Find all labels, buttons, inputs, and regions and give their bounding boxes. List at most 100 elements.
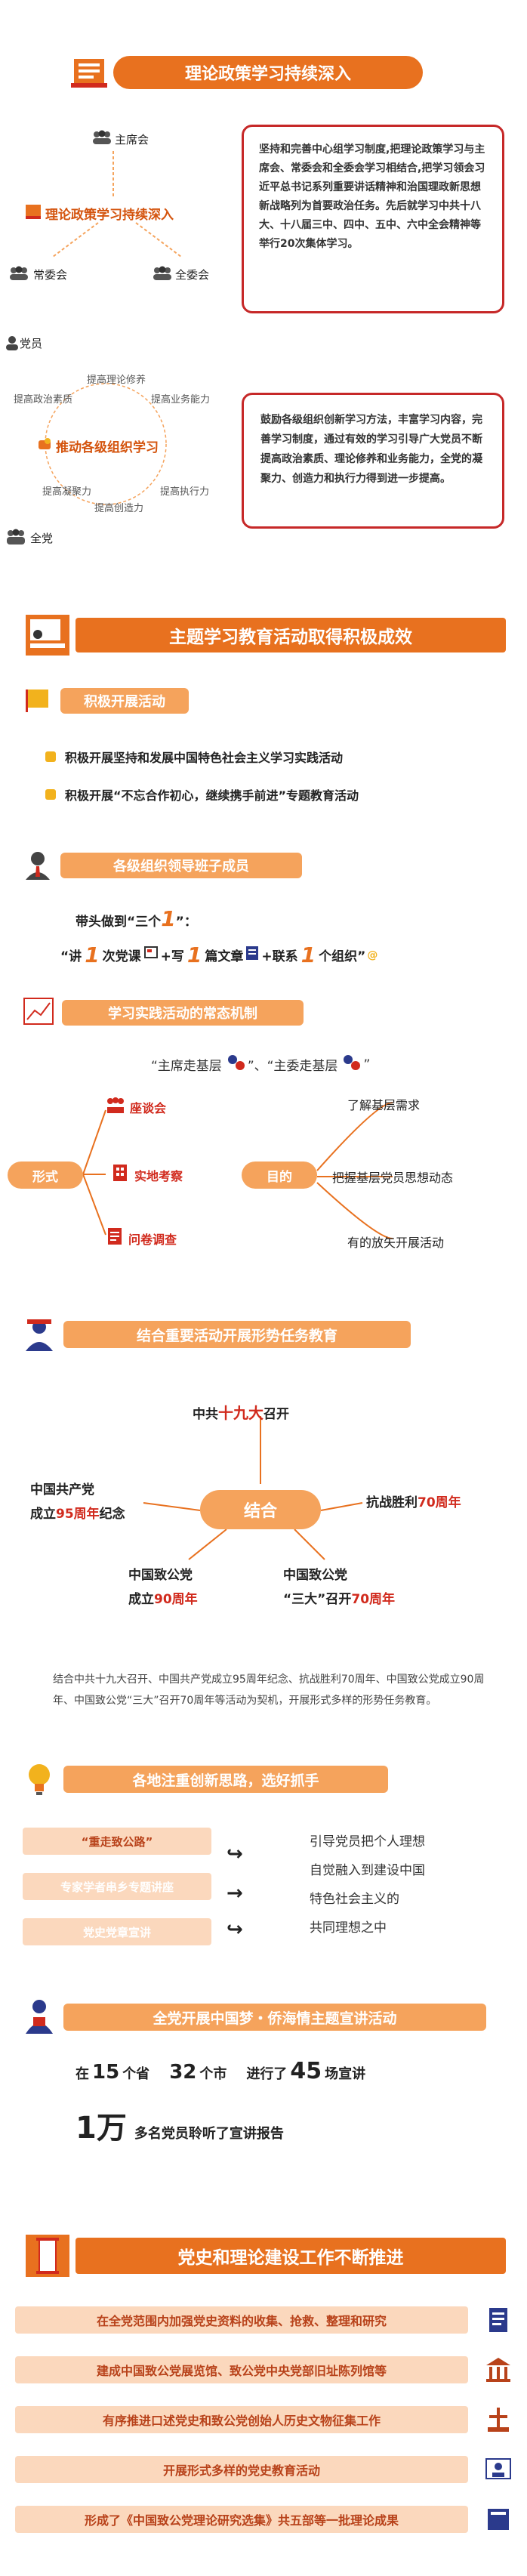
purpose-item-1: 了解基层需求 [347, 1098, 421, 1112]
s3-item-bar: 在全党范围内加强党史资料的收集、抢救、整理和研究 [15, 2306, 468, 2334]
top-post: 召开 [264, 1407, 289, 1422]
bl-l2pre: 成立 [128, 1592, 154, 1607]
sub2-line1-num: 1 [161, 906, 176, 931]
list-item: 积极开展“不忘合作初心，继续携手前进”专题教育活动 [45, 785, 513, 804]
t-c: 篇文章 [205, 949, 244, 964]
building-icon [110, 1162, 130, 1186]
sub5-item-3-text: 党史党章宣讲 [82, 1925, 151, 1939]
list-item: 在全党范围内加强党史资料的收集、抢救、整理和研究 [15, 2303, 521, 2337]
n-3: 1 [300, 942, 316, 967]
survey-icon [106, 1226, 124, 1249]
sub4-paragraph: 结合中共十九大召开、中国共产党成立95周年纪念、抗战胜利70周年、中国致公党成立… [53, 1674, 485, 1707]
s3-item-1: 在全党范围内加强党史资料的收集、抢救、整理和研究 [96, 2314, 387, 2328]
sub2-line2: “讲 1 次党课 +写 1 篇文章 +联系 1 个组织” @ [60, 942, 378, 967]
presentation-icon [23, 612, 72, 659]
combine-top: 中共十九大召开 [193, 1401, 289, 1423]
list-item: 积极开展坚持和发展中国特色社会主义学习实践活动 [45, 748, 513, 766]
br-l2pre: “三大”召开 [283, 1592, 352, 1607]
top-pre: 中共 [193, 1407, 218, 1422]
s3-item-bar: 开展形式多样的党史教育活动 [15, 2456, 468, 2483]
form-label: 形式 [8, 1162, 83, 1189]
sub5-right-3: 特色社会主义的 [310, 1892, 399, 1907]
sub5-right-1: 引导党员把个人理想 [310, 1834, 425, 1849]
sub5-item-2: 专家学者串乡专题讲座 [23, 1873, 211, 1900]
s3-item-bar: 形成了《中国致公党理论研究选集》共五部等一批理论成果 [15, 2506, 468, 2533]
s3-item-2: 建成中国致公党展览馆、致公党中央党部旧址陈列馆等 [96, 2364, 387, 2378]
section3-title: 党史和理论建设工作不断推进 [177, 2248, 404, 2268]
s6-r2t: 多名党员聆听了宣讲报告 [134, 2126, 284, 2142]
org-node-creativity: 提高创造力 [94, 503, 144, 514]
sub3-header: 学习实践活动的常态机制 [23, 997, 310, 1030]
section2-title: 主题学习教育活动取得积极成效 [169, 628, 412, 647]
s6-n1: 15 [92, 2061, 120, 2084]
bullet-icon [45, 751, 56, 762]
section1-header: 理论政策学习持续深入 [68, 53, 423, 92]
sub2-line1-pre: 带头做到 [76, 915, 127, 930]
right-hl: 70周年 [418, 1495, 461, 1510]
top-hl: 十九大 [218, 1404, 264, 1422]
node-full-committee: 全委会 [175, 268, 210, 282]
s3-item-bar: 建成中国致公党展览馆、致公党中央党部旧址陈列馆等 [15, 2356, 468, 2383]
sub1-list: 积极开展坚持和发展中国特色社会主义学习实践活动 积极开展“不忘合作初心，继续携手… [45, 748, 513, 804]
combine-bottom-left: 中国致公党 成立90周年 [128, 1563, 198, 1612]
combine-bottom-right: 中国致公党 “三大”召开70周年 [283, 1563, 395, 1612]
sub1-title: 积极开展活动 [84, 694, 165, 710]
combine-right: 抗战胜利70周年 [366, 1492, 461, 1510]
scroll-icon [23, 2232, 72, 2280]
party-member-label: 党员 [20, 337, 43, 350]
quote-mid: ”、“主委走基层 [247, 1059, 338, 1074]
sub4-banner: 结合重要活动开展形势任务教育 [63, 1321, 411, 1348]
left-l2pre: 成立 [30, 1507, 56, 1522]
meeting-diagram: 主席会 理论政策学习持续深入 常委会 全委会 [8, 121, 234, 295]
quote-chairman: “主席走基层 [151, 1059, 222, 1074]
section2-header: 主题学习教育活动取得积极成效 [23, 612, 506, 659]
node-standing-committee: 常委会 [33, 268, 68, 282]
arrow-icon: ↪ [227, 1843, 243, 1865]
bullet-icon [45, 789, 56, 800]
flag-icon [23, 686, 53, 714]
sub6-banner: 全党开展中国梦・侨海情主题宣讲活动 [63, 2004, 486, 2031]
open-book-icon [483, 2454, 513, 2488]
people-icon [91, 130, 113, 145]
leader-icon [23, 850, 53, 880]
sub1-banner: 积极开展活动 [60, 688, 189, 714]
s3-item-3: 有序推进口述党史和致公党创始人历史文物征集工作 [102, 2414, 381, 2428]
sub5-item-2-text: 专家学者串乡专题讲座 [60, 1880, 174, 1894]
s6-a: 在 [76, 2066, 89, 2082]
center-label-study: 理论政策学习持续深入 [45, 208, 174, 223]
s6-b: 个省 [122, 2066, 150, 2082]
section3-header: 党史和理论建设工作不断推进 [23, 2232, 506, 2280]
section1-title: 理论政策学习持续深入 [184, 65, 351, 84]
left-l2post: 纪念 [99, 1507, 125, 1522]
quote-end: ” [363, 1057, 371, 1072]
list-item: 建成中国致公党展览馆、致公党中央党部旧址陈列馆等 [15, 2353, 521, 2386]
purpose-label: 目的 [242, 1162, 317, 1189]
sub6-title: 全党开展中国梦・侨海情主题宣讲活动 [153, 2010, 397, 2027]
purpose-item-3: 有的放矢开展活动 [347, 1236, 445, 1250]
sub1-item-1: 积极开展坚持和发展中国特色社会主义学习实践活动 [65, 751, 344, 765]
sub2-line1-close: ”： [175, 915, 197, 930]
sub5-list: “重走致公路” 专家学者串乡专题讲座 党史党章宣讲 ↪ → ↪ 引导党员把个人理… [23, 1828, 506, 1979]
sub1-item-2: 积极开展“不忘合作初心，继续携手前进”专题教育活动 [65, 788, 359, 803]
sub2-header: 各级组织领导班子成员 [23, 850, 310, 883]
org-diagram: 党员 提高理论修养 提高政治素质 提高业务能力 推动各级组织学习 提高凝聚力 提… [0, 332, 242, 551]
form-item-symposium: 座谈会 [130, 1101, 167, 1115]
speaker-icon [23, 1998, 56, 2034]
s6-c: 个市 [199, 2066, 227, 2082]
list-item: 形成了《中国致公党理论研究选集》共五部等一批理论成果 [15, 2503, 521, 2536]
museum-icon [483, 2355, 513, 2388]
org-node-business: 提高业务能力 [151, 394, 211, 406]
s3-item-bar: 有序推进口述党史和致公党创始人历史文物征集工作 [15, 2406, 468, 2433]
lecture-icon [143, 945, 159, 965]
book-icon [68, 53, 113, 92]
form-label-text: 形式 [32, 1169, 58, 1185]
arrow-icon: ↪ [227, 1918, 243, 1941]
study-box-1: 坚持和完善中心组学习制度,把理论政策学习与主席会、常委会和全委会学习相结合,把学… [242, 125, 504, 313]
bl-l1: 中国致公党 [128, 1568, 193, 1583]
sub5-banner: 各地注重创新思路，选好抓手 [63, 1766, 388, 1793]
combine-center-text: 结合 [243, 1502, 277, 1521]
list-item: 开展形式多样的党史教育活动 [15, 2453, 521, 2486]
form-item-inspection: 实地考察 [134, 1169, 183, 1183]
sub6-stats-1: 在 15 个省 32 个市 进行了 45 场宣讲 [76, 2058, 365, 2084]
